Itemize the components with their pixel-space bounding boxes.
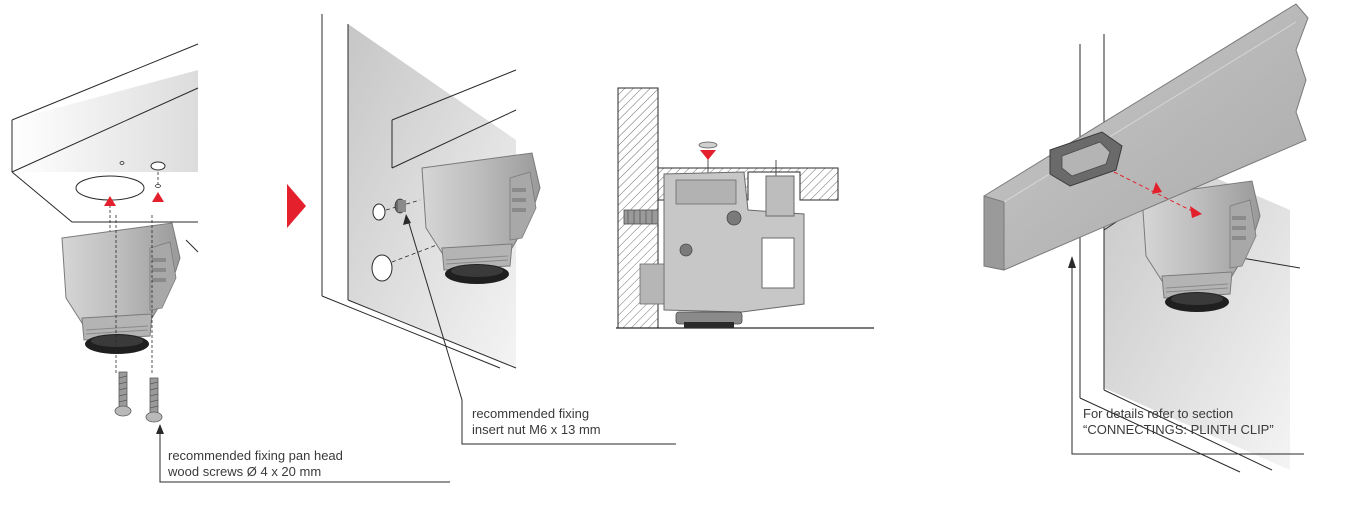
wood-screw [145,377,163,423]
callout-plinth-clip-line-2: “CONNECTINGS: PLINTH CLIP” [1083,422,1274,437]
leveling-foot [61,222,181,355]
leader-line [159,430,450,483]
insert-arrow-icon [104,196,116,206]
triangle-down-icon [700,150,716,160]
triangle-right-icon [287,184,306,228]
insert-arrow-icon [1152,182,1162,194]
callout-screws-line-2: wood screws Ø 4 x 20 mm [168,464,322,479]
callout-screws: recommended fixing pan head wood screws … [168,448,343,480]
callout-screws-line-1: recommended fixing pan head [168,448,343,463]
panel-plinth-clip [983,3,1309,473]
callout-plinth-clip-line-1: For details refer to section [1083,406,1234,421]
callout-insert-nut-line-1: recommended fixing [472,406,590,421]
insert-arrow-icon [1190,206,1202,218]
leader-arrowhead-icon [156,424,164,434]
insert-nut [394,198,406,214]
callout-plinth-clip: For details refer to section “CONNECTING… [1083,406,1274,438]
leader-line [1071,264,1304,455]
insert-arrow-icon [152,192,164,202]
plinth-clip [1049,131,1123,187]
panel-insert-nut [321,14,676,445]
leader-arrowhead-icon [1068,256,1076,268]
leader-line [407,219,676,445]
panel-screw-fixing [11,43,450,483]
panel-cross-section [616,87,874,329]
callout-insert-nut: recommended fixing insert nut M6 x 13 mm [472,406,601,438]
wood-screw [114,371,132,417]
leader-arrowhead-icon [403,214,411,225]
callout-insert-nut-line-2: insert nut M6 x 13 mm [472,422,601,437]
